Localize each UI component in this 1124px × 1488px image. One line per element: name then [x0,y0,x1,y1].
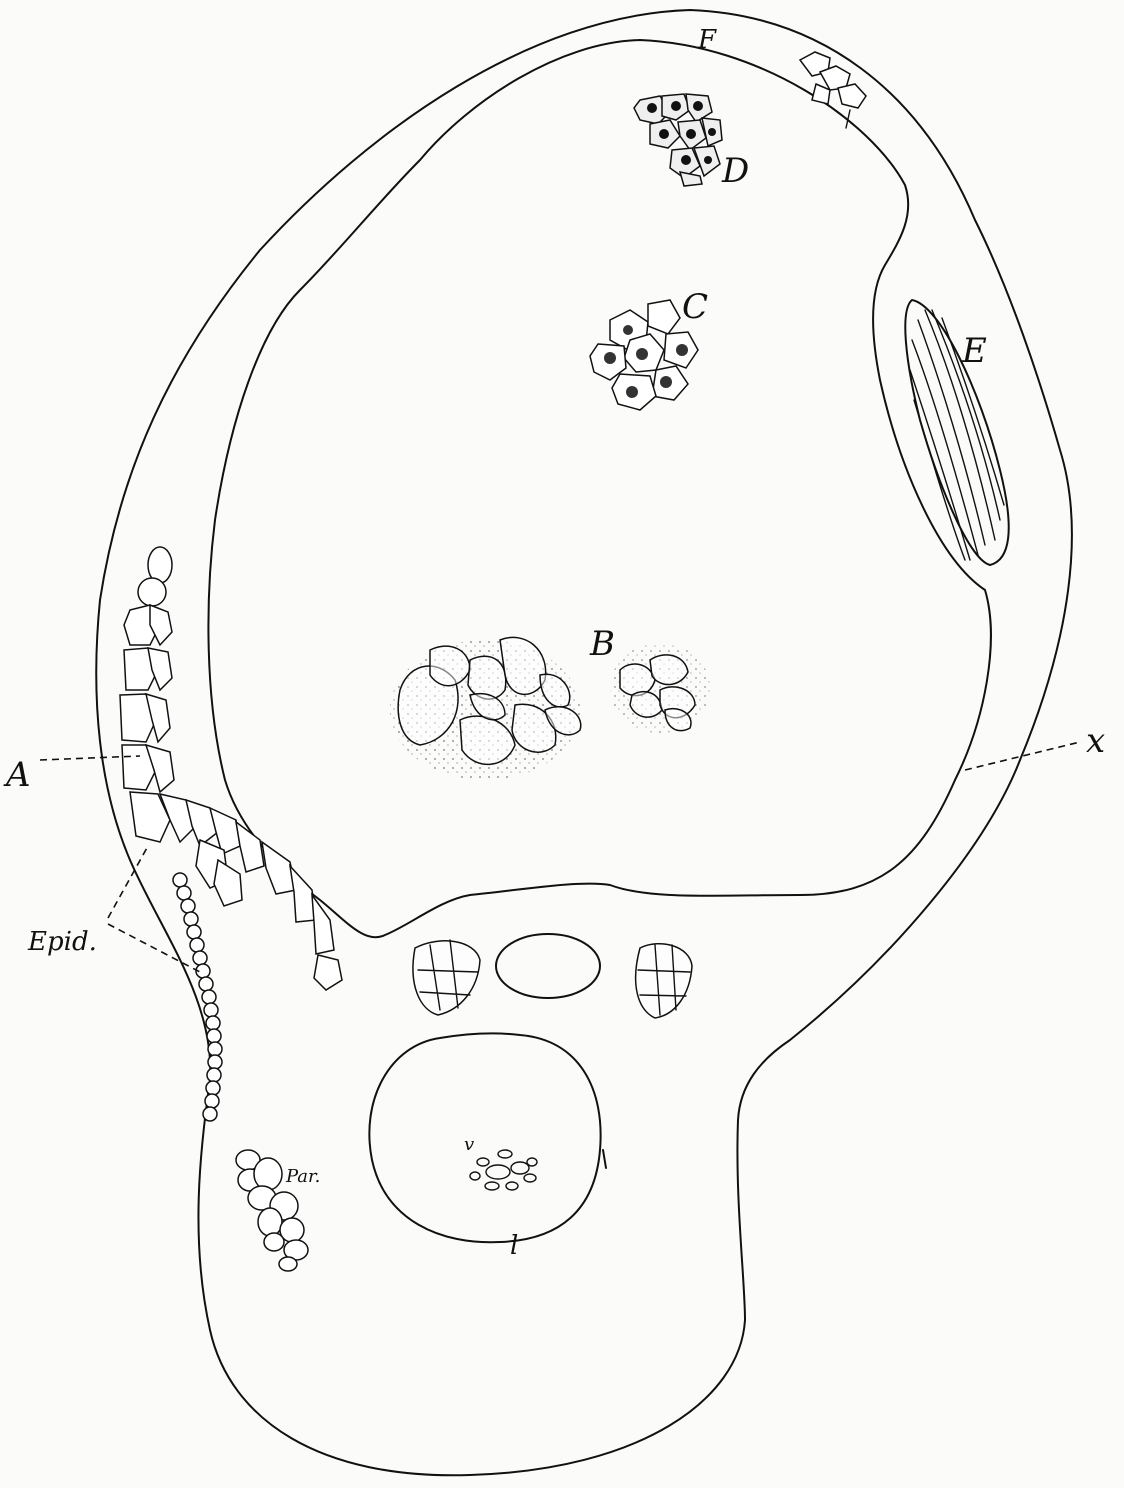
phloem-right [636,944,692,1018]
epidermis-chain [173,873,222,1121]
label-e: E [961,331,987,371]
bundle-ring [369,1033,600,1242]
label-c: C [682,287,708,327]
central-oval [496,934,600,998]
label-v: v [464,1134,474,1155]
phloem-left [413,940,480,1015]
label-epid: Epid. [27,927,97,957]
fibre-bundle-e [905,300,1008,565]
label-l: l [510,1231,518,1261]
label-d: D [721,151,749,191]
label-b: B [589,624,615,664]
bundle-ring-mark [603,1150,606,1168]
label-x: x [1086,721,1105,761]
vessel-cluster [470,1150,537,1190]
leader-epid-2 [108,924,200,972]
cell-group-b-large [390,637,581,780]
label-par: Par. [285,1166,320,1187]
epidermis-cells-a [120,547,342,990]
label-a: A [3,755,31,795]
cell-group-b-small [610,643,710,733]
inner-outline [208,40,990,937]
outer-outline [96,10,1072,1475]
cell-group-f [800,52,866,128]
cell-group-d [634,94,722,186]
label-f: F [697,25,717,55]
